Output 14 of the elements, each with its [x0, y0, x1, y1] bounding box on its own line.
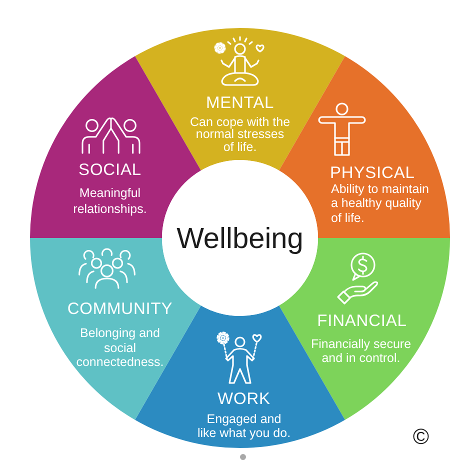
segment-heading: COMMUNITY [67, 300, 173, 319]
segment-description: Engaged and like what you do. [197, 412, 291, 440]
segment-heading: FINANCIAL [317, 312, 407, 331]
segment-heading: SOCIAL [78, 161, 142, 180]
segment-description: Belonging and social connectedness. [76, 326, 164, 370]
segment-heading: WORK [218, 390, 270, 409]
copyright-symbol: © [412, 424, 430, 450]
segment-description: Ability to maintain a healthy quality of life. [331, 182, 429, 225]
center-label: Wellbeing [176, 222, 304, 256]
segment-heading: PHYSICAL [330, 164, 415, 183]
segment-description: Financially secure and in control. [310, 338, 412, 365]
segment-description: Meaningful relationships. [73, 186, 147, 217]
segment-heading: MENTAL [206, 94, 274, 113]
segment-description: Can cope with the normal stresses of life. [190, 116, 290, 153]
